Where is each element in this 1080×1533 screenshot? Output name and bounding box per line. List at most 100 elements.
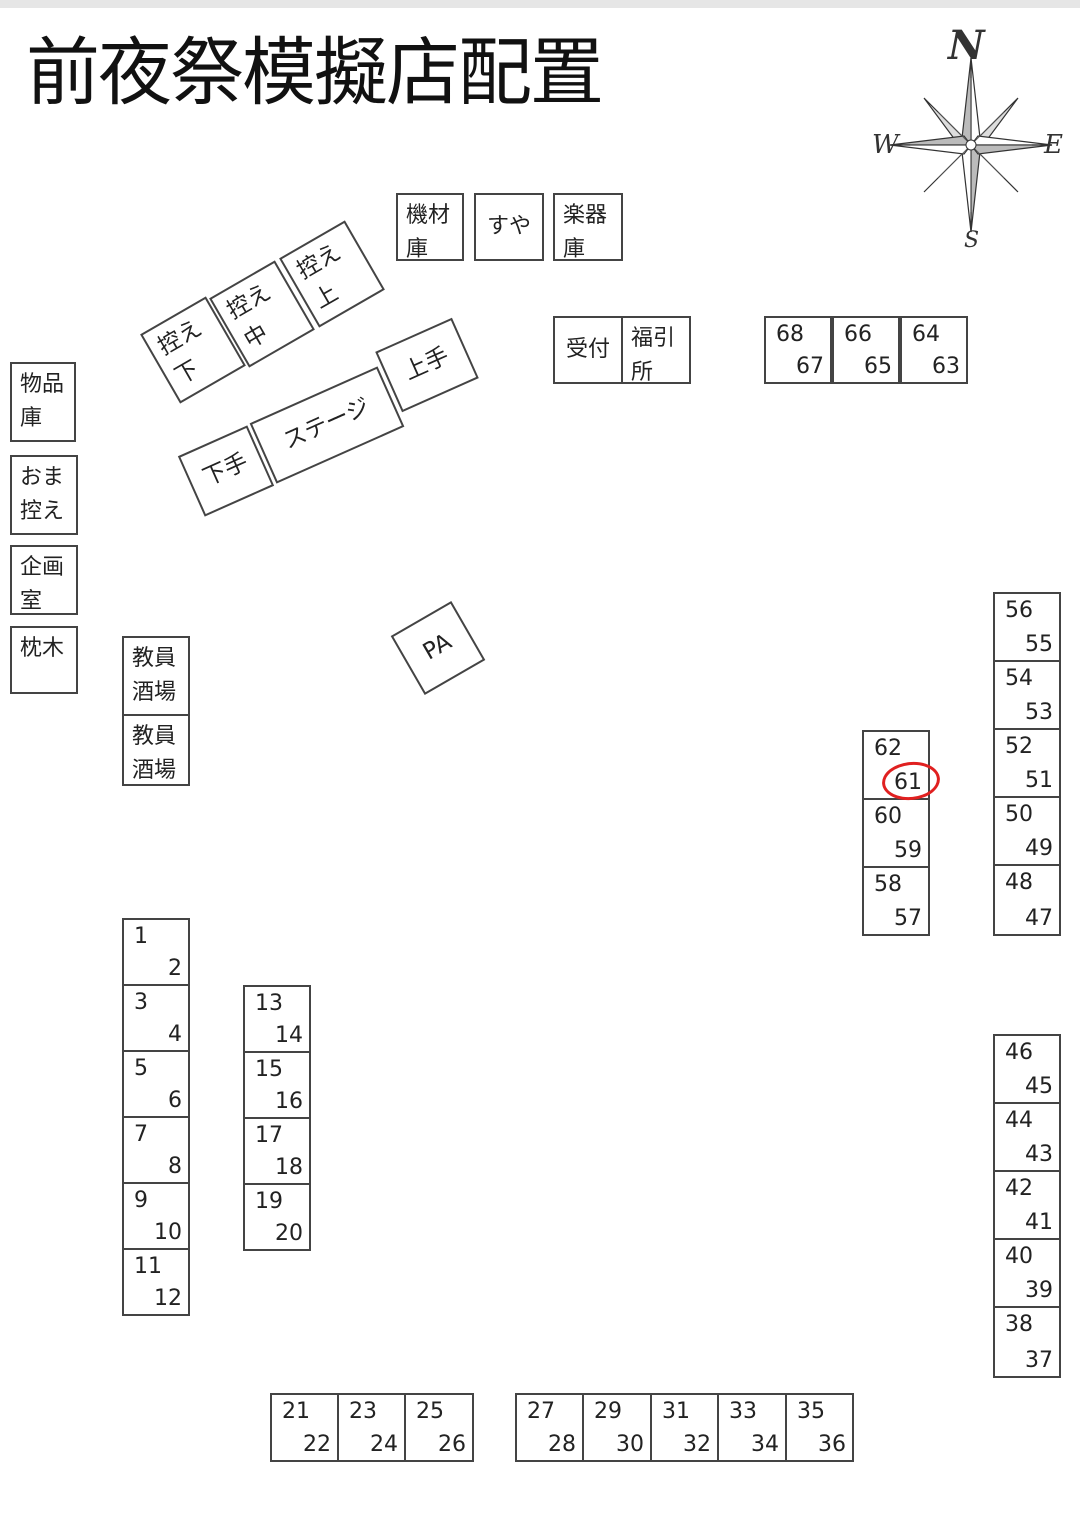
- facility-buppin: 物品 庫: [10, 362, 76, 442]
- booth-number: 49: [1025, 836, 1053, 861]
- page-title: 前夜祭模擬店配置: [26, 30, 604, 116]
- stage: ステージ: [249, 366, 405, 484]
- booth-number: 39: [1025, 1278, 1053, 1303]
- facility-label: 機材 庫: [406, 203, 451, 262]
- booth-number: 46: [1005, 1040, 1033, 1065]
- booth-number: 27: [527, 1399, 555, 1424]
- booth-number: 56: [1005, 598, 1033, 623]
- booth-number: 13: [255, 991, 283, 1016]
- booth-number: 48: [1005, 870, 1033, 895]
- booth-number: 50: [1005, 802, 1033, 827]
- booth-number: 3: [134, 990, 148, 1015]
- booth-number: 29: [594, 1399, 622, 1424]
- top-bar: [0, 0, 1080, 8]
- facility-label: 物品 庫: [20, 372, 65, 431]
- booth-number: 23: [349, 1399, 377, 1424]
- booth-number: 51: [1025, 768, 1053, 793]
- booth-number: 34: [751, 1432, 779, 1457]
- booth-number: 21: [282, 1399, 310, 1424]
- booth-number: 45: [1025, 1074, 1053, 1099]
- pa-booth: PA: [390, 601, 486, 695]
- booth-number: 2: [168, 956, 182, 981]
- facility-label: 控え 上: [292, 239, 346, 314]
- booth-number: 22: [303, 1432, 331, 1457]
- booth-number: 54: [1005, 666, 1033, 691]
- facility-uketsuke: 受付: [553, 316, 623, 384]
- booth-number: 68: [776, 322, 804, 347]
- facility-label: 枕木: [20, 636, 65, 661]
- booth-number: 62: [874, 736, 902, 761]
- facility-label: 教員 酒場: [132, 724, 177, 783]
- facility-fukubiki: 福引 所: [621, 316, 691, 385]
- booth-number: 10: [154, 1220, 182, 1245]
- booth-number: 15: [255, 1057, 283, 1082]
- facility-label: 企画 室: [20, 555, 65, 614]
- facility-label: 教員 酒場: [132, 646, 177, 705]
- facility-label: 楽器 庫: [563, 203, 608, 262]
- booth-number: 58: [874, 872, 902, 897]
- facility-label: 上手: [400, 343, 453, 386]
- facility-label: おま 控え: [20, 465, 65, 524]
- booth-number: 64: [912, 322, 940, 347]
- compass-star-icon: [889, 57, 1053, 233]
- booth-number: 52: [1005, 734, 1033, 759]
- facility-kikaku: 企画 室: [10, 545, 78, 615]
- booth-number: 25: [416, 1399, 444, 1424]
- facility-kizai: 機材 庫: [396, 193, 464, 262]
- booth-number: 1: [134, 924, 148, 949]
- booth-number: 60: [874, 804, 902, 829]
- booth-number: 32: [683, 1432, 711, 1457]
- booth-number: 19: [255, 1189, 283, 1214]
- facility-label: ステージ: [279, 393, 374, 455]
- booth-number: 41: [1025, 1210, 1053, 1235]
- booth-number: 12: [154, 1286, 182, 1311]
- facility-label: 控え 下: [153, 315, 207, 390]
- booth-number: 55: [1025, 632, 1053, 657]
- booth-number: 31: [662, 1399, 690, 1424]
- booth-number: 66: [844, 322, 872, 347]
- booth-number: 42: [1005, 1176, 1033, 1201]
- compass-east-label: E: [1044, 130, 1063, 160]
- facility-suya: すや: [474, 193, 544, 261]
- booth-number-61: 61: [894, 770, 922, 795]
- booth-number: 38: [1005, 1312, 1033, 1337]
- booth-number: 59: [894, 838, 922, 863]
- booth-number: 63: [932, 354, 960, 379]
- booth-number: 20: [275, 1221, 303, 1246]
- facility-label: 受付: [565, 336, 610, 362]
- booth-number: 9: [134, 1188, 148, 1213]
- booth-number: 8: [168, 1154, 182, 1179]
- booth-number: 36: [818, 1432, 846, 1457]
- booth-number: 37: [1025, 1348, 1053, 1373]
- booth-number: 44: [1005, 1108, 1033, 1133]
- compass-north-label: N: [948, 22, 985, 69]
- booth-number: 57: [894, 906, 922, 931]
- facility-gakki: 楽器 庫: [553, 193, 623, 262]
